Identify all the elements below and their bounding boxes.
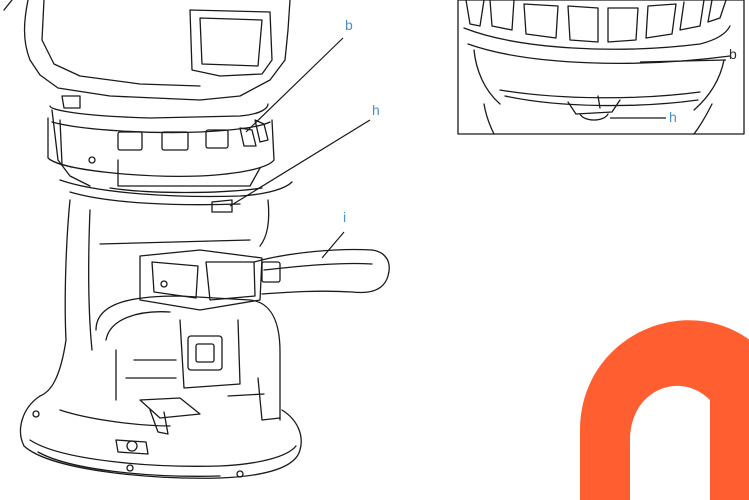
inset-detail-view bbox=[457, 0, 745, 135]
callout-label-i-main: i bbox=[343, 209, 347, 225]
leader-line-b-inset bbox=[639, 59, 727, 63]
partial-letter-watermark-icon bbox=[580, 320, 749, 500]
router-main-view bbox=[3, 0, 390, 479]
inset-leader-lines bbox=[610, 59, 727, 119]
main-leader-lines bbox=[229, 37, 371, 259]
leader-line-h-main bbox=[229, 119, 371, 207]
leader-line-b-main bbox=[245, 37, 344, 133]
router-diagram bbox=[3, 0, 745, 479]
callout-label-h-main: h bbox=[372, 102, 380, 118]
callout-label-b-main: b bbox=[345, 17, 353, 33]
leader-line-i-main bbox=[321, 231, 345, 259]
callout-label-h-inset: h bbox=[669, 109, 677, 125]
inset-frame bbox=[457, 0, 745, 135]
callout-label-b-inset: b bbox=[729, 46, 737, 62]
